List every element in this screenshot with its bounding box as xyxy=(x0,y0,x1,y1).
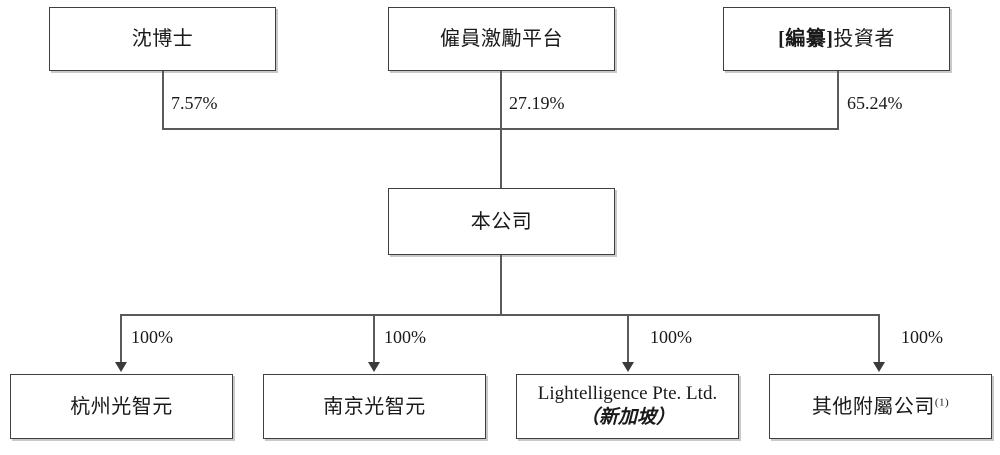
connector-lightelligence-drop xyxy=(627,314,629,364)
percent-label-nanjing: 100% xyxy=(384,327,426,347)
connector-subsidiary-stem xyxy=(500,255,502,316)
arrow-head-nanjing xyxy=(368,362,380,372)
connector-company-stem xyxy=(500,128,502,189)
subsidiary-sublabel-lightelligence: （新加坡） xyxy=(579,407,675,428)
percent-label-lightelligence: 100% xyxy=(650,327,692,347)
shareholder-box-investors[interactable]: [編纂]投資者 xyxy=(723,7,950,71)
connector-other-drop xyxy=(878,314,880,364)
subsidiary-label-nanjing: 南京光智元 xyxy=(323,395,426,418)
arrow-head-hangzhou xyxy=(115,362,127,372)
percent-label-founder: 7.57% xyxy=(171,93,218,113)
subsidiary-box-nanjing[interactable]: 南京光智元 xyxy=(263,374,486,439)
subsidiary-label-lightelligence: Lightelligence Pte. Ltd. xyxy=(537,383,718,405)
subsidiary-label-hangzhou: 杭州光智元 xyxy=(70,395,173,418)
arrow-head-lightelligence xyxy=(622,362,634,372)
shareholder-box-founder[interactable]: 沈博士 xyxy=(49,7,276,71)
percent-label-other: 100% xyxy=(901,327,943,347)
shareholder-label-founder: 沈博士 xyxy=(131,28,194,50)
percent-label-hangzhou: 100% xyxy=(131,327,173,347)
subsidiary-box-hangzhou[interactable]: 杭州光智元 xyxy=(10,374,233,439)
footnote-marker-other: (1) xyxy=(934,395,950,408)
arrow-head-other xyxy=(873,362,885,372)
subsidiary-label-other: 其他附屬公司(1) xyxy=(812,395,949,419)
shareholder-label-investors: [編纂]投資者 xyxy=(778,27,895,51)
company-label: 本公司 xyxy=(470,210,533,233)
shareholder-box-esop[interactable]: 僱員激勵平台 xyxy=(388,7,615,71)
connector-hangzhou-drop xyxy=(120,314,122,364)
connector-subsidiary-bus xyxy=(120,314,878,316)
connector-esop-drop xyxy=(500,71,502,130)
percent-label-esop: 27.19% xyxy=(509,93,565,113)
subsidiary-box-lightelligence[interactable]: Lightelligence Pte. Ltd. （新加坡） xyxy=(516,374,739,439)
connector-founder-drop xyxy=(162,71,164,130)
subsidiary-label-other-text: 其他附屬公司 xyxy=(811,395,935,418)
company-box[interactable]: 本公司 xyxy=(388,188,615,255)
percent-label-investors: 65.24% xyxy=(847,93,903,113)
connector-nanjing-drop xyxy=(373,314,375,364)
shareholder-label-investors-bracket: [編纂] xyxy=(778,28,834,50)
shareholder-label-investors-rest: 投資者 xyxy=(833,28,895,50)
shareholder-label-esop: 僱員激勵平台 xyxy=(440,28,563,50)
subsidiary-box-other[interactable]: 其他附屬公司(1) xyxy=(769,374,992,439)
connector-investors-drop xyxy=(837,71,839,130)
